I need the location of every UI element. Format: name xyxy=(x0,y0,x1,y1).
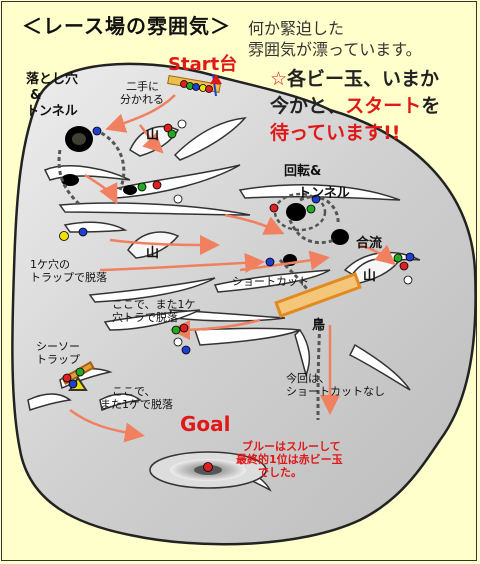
shortcut-bar xyxy=(274,272,362,318)
onehole-line-2: トラップで脱落 xyxy=(30,271,107,284)
mountain-label-2: 山 xyxy=(146,246,160,261)
mountain-label-3: 山 xyxy=(363,269,377,284)
rotate-line-2: トンネル xyxy=(298,186,350,201)
split-line-2: 分かれる xyxy=(120,93,164,106)
again-2-line-2: また1ケで脱落 xyxy=(100,398,173,411)
again-trap-label-1: ここで、また1ケ 穴トラで脱落 xyxy=(112,298,196,324)
seesaw-trap-label: シーソー トラップ xyxy=(36,340,80,366)
message-line-2-text: 今かと、 xyxy=(270,95,346,117)
goal-label: Goal xyxy=(180,412,231,436)
no-shortcut-line-1: 今回は、 xyxy=(286,372,330,385)
message-exclaim: !! xyxy=(383,122,401,144)
start-label: Start台 xyxy=(168,54,238,75)
hole-tunnel-line-1: 落とし穴 xyxy=(26,72,79,87)
subtitle-line-1: 何か緊迫した xyxy=(248,19,345,38)
seesaw-line-1: シーソー xyxy=(36,340,80,353)
split-line-1: 二手に xyxy=(126,80,159,93)
message-line-1: ☆各ビー玉、いまか xyxy=(270,66,440,93)
no-shortcut-line-2: ショートカットなし xyxy=(286,385,385,398)
rotate-line-1: 回転& xyxy=(284,164,322,179)
message-line-2-end: を xyxy=(421,95,441,117)
subtitle-line-2: 雰囲気が漂っています。 xyxy=(248,40,422,59)
subtitle: 何か緊迫した 雰囲気が漂っています。 xyxy=(248,18,422,60)
result-note: ブルーはスルーして 最終的1位は赤ビー玉 でした。 xyxy=(236,440,343,479)
message-line-2: 今かと、スタートを xyxy=(270,93,440,120)
seesaw-line-2: トラップ xyxy=(36,353,80,366)
merge-label: 合流 xyxy=(356,236,383,251)
message-line-3-text: 待っています xyxy=(270,122,384,144)
onehole-trap-label: 1ケ穴の トラップで脱落 xyxy=(30,258,107,284)
result-note-line-2: 最終的1位は赤ビー玉 xyxy=(236,453,343,466)
mountain-label-1: 山 xyxy=(146,128,160,143)
holes xyxy=(61,126,349,266)
status-message: ☆各ビー玉、いまか 今かと、スタートを 待っています!! xyxy=(270,66,440,147)
result-note-line-1: ブルーはスルーして xyxy=(242,440,341,453)
again-1-line-2: 穴トラで脱落 xyxy=(112,311,178,324)
message-line-3: 待っています!! xyxy=(270,120,440,147)
message-line-1-text: 各ビー玉、いまか xyxy=(287,68,440,90)
no-shortcut-label: 今回は、 ショートカットなし xyxy=(286,372,385,398)
hole-tunnel-label: 落とし穴 & トンネル xyxy=(26,72,78,120)
page-title: ＜レース場の雰囲気＞ xyxy=(22,14,231,38)
shortcut-label: ショートカット xyxy=(232,275,309,288)
result-note-line-3: でした。 xyxy=(258,466,302,479)
hole-tunnel-line-2: & xyxy=(30,88,42,103)
flow-arrows xyxy=(69,94,396,443)
again-1-line-1: ここで、また1ケ xyxy=(112,298,196,311)
hole-tunnel-line-3: トンネル xyxy=(26,104,78,119)
again-2-line-1: ここで、 xyxy=(112,385,156,398)
bird-label: 鳥 xyxy=(312,318,326,333)
split-label: 二手に 分かれる xyxy=(120,80,164,106)
message-start-word: スタート xyxy=(345,95,422,117)
course-walls xyxy=(27,117,421,492)
onehole-line-1: 1ケ穴の xyxy=(30,258,70,271)
rotation-swirl xyxy=(273,192,327,232)
again-trap-label-2: ここで、 また1ケで脱落 xyxy=(100,385,173,411)
rotate-tunnel-label: 回転& トンネル xyxy=(284,164,350,202)
star-icon: ☆ xyxy=(270,68,288,90)
marbles xyxy=(59,80,415,472)
